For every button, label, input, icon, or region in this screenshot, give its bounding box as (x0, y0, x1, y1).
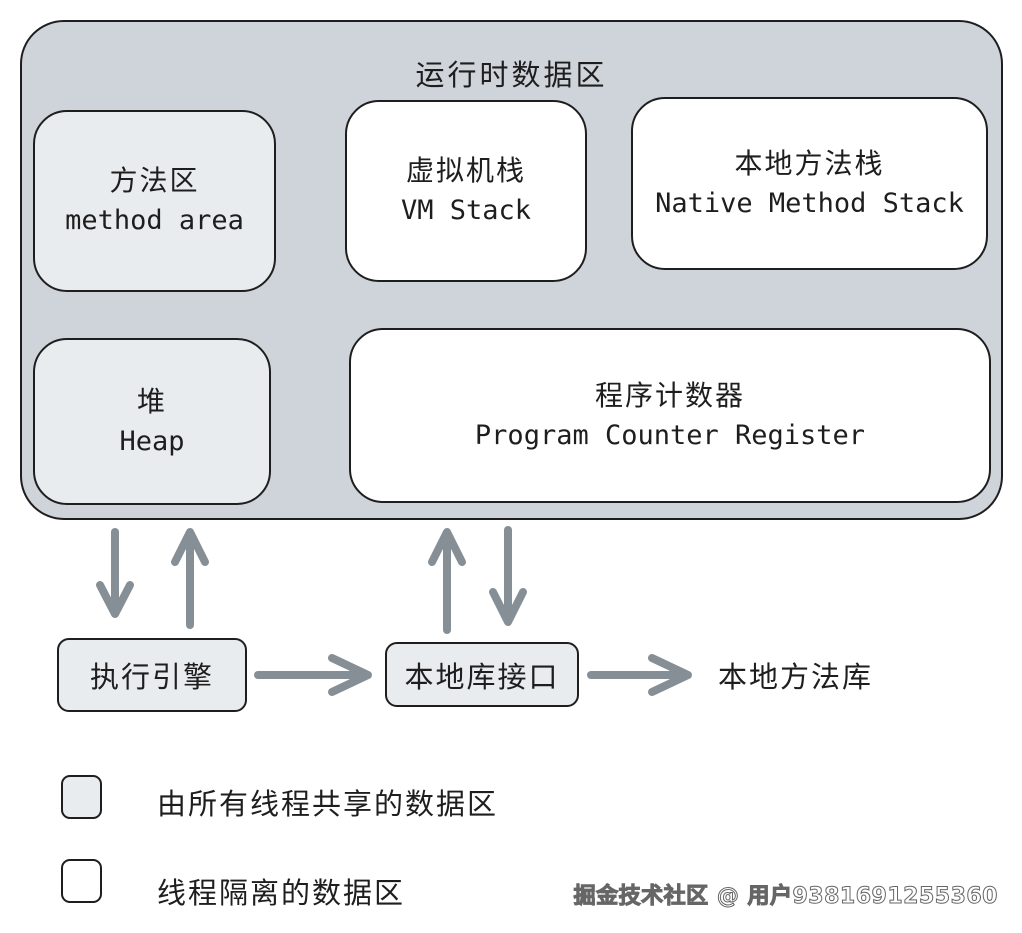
legend-isolated-label: 线程隔离的数据区 (157, 876, 406, 910)
legend-isolated-swatch (61, 859, 102, 903)
native-method-stack-box: 本地方法栈 Native Method Stack (631, 97, 988, 270)
arrow-engine-to-interface (254, 654, 372, 696)
heap-box: 堆 Heap (33, 338, 271, 505)
native-method-library-label: 本地方法库 (718, 660, 874, 694)
method-area-box: 方法区 method area (33, 110, 276, 292)
watermark-text: 掘金技术社区 @ 用户9381691255360 (573, 884, 998, 910)
execution-engine-label: 执行引擎 (89, 660, 214, 694)
legend-shared-label: 由所有线程共享的数据区 (157, 787, 499, 821)
arrow-up-from-engine (171, 528, 209, 629)
vm-stack-box: 虚拟机栈 VM Stack (345, 100, 587, 282)
native-interface-label: 本地库接口 (404, 659, 560, 694)
pc-register-en-label: Program Counter Register (474, 419, 866, 451)
native-stack-en-label: Native Method Stack (655, 187, 964, 219)
runtime-area-title: 运行时数据区 (415, 58, 608, 92)
native-interface-box: 本地库接口 (385, 642, 579, 707)
execution-engine-box: 执行引擎 (57, 638, 247, 712)
arrow-interface-to-library (587, 654, 692, 696)
arrow-up-from-native-interface (428, 528, 466, 634)
vm-stack-cn-label: 虚拟机栈 (405, 154, 526, 187)
method-area-en-label: method area (65, 205, 244, 236)
method-area-cn-label: 方法区 (109, 164, 200, 197)
pc-register-cn-label: 程序计数器 (594, 378, 745, 412)
heap-cn-label: 堆 (136, 384, 167, 418)
legend-shared-swatch (61, 775, 102, 819)
heap-en-label: Heap (119, 425, 185, 457)
program-counter-register-box: 程序计数器 Program Counter Register (349, 328, 991, 503)
native-stack-cn-label: 本地方法栈 (734, 146, 885, 180)
arrow-down-to-native-interface (489, 526, 527, 626)
arrow-down-to-engine (96, 528, 134, 618)
vm-stack-en-label: VM Stack (400, 195, 532, 226)
